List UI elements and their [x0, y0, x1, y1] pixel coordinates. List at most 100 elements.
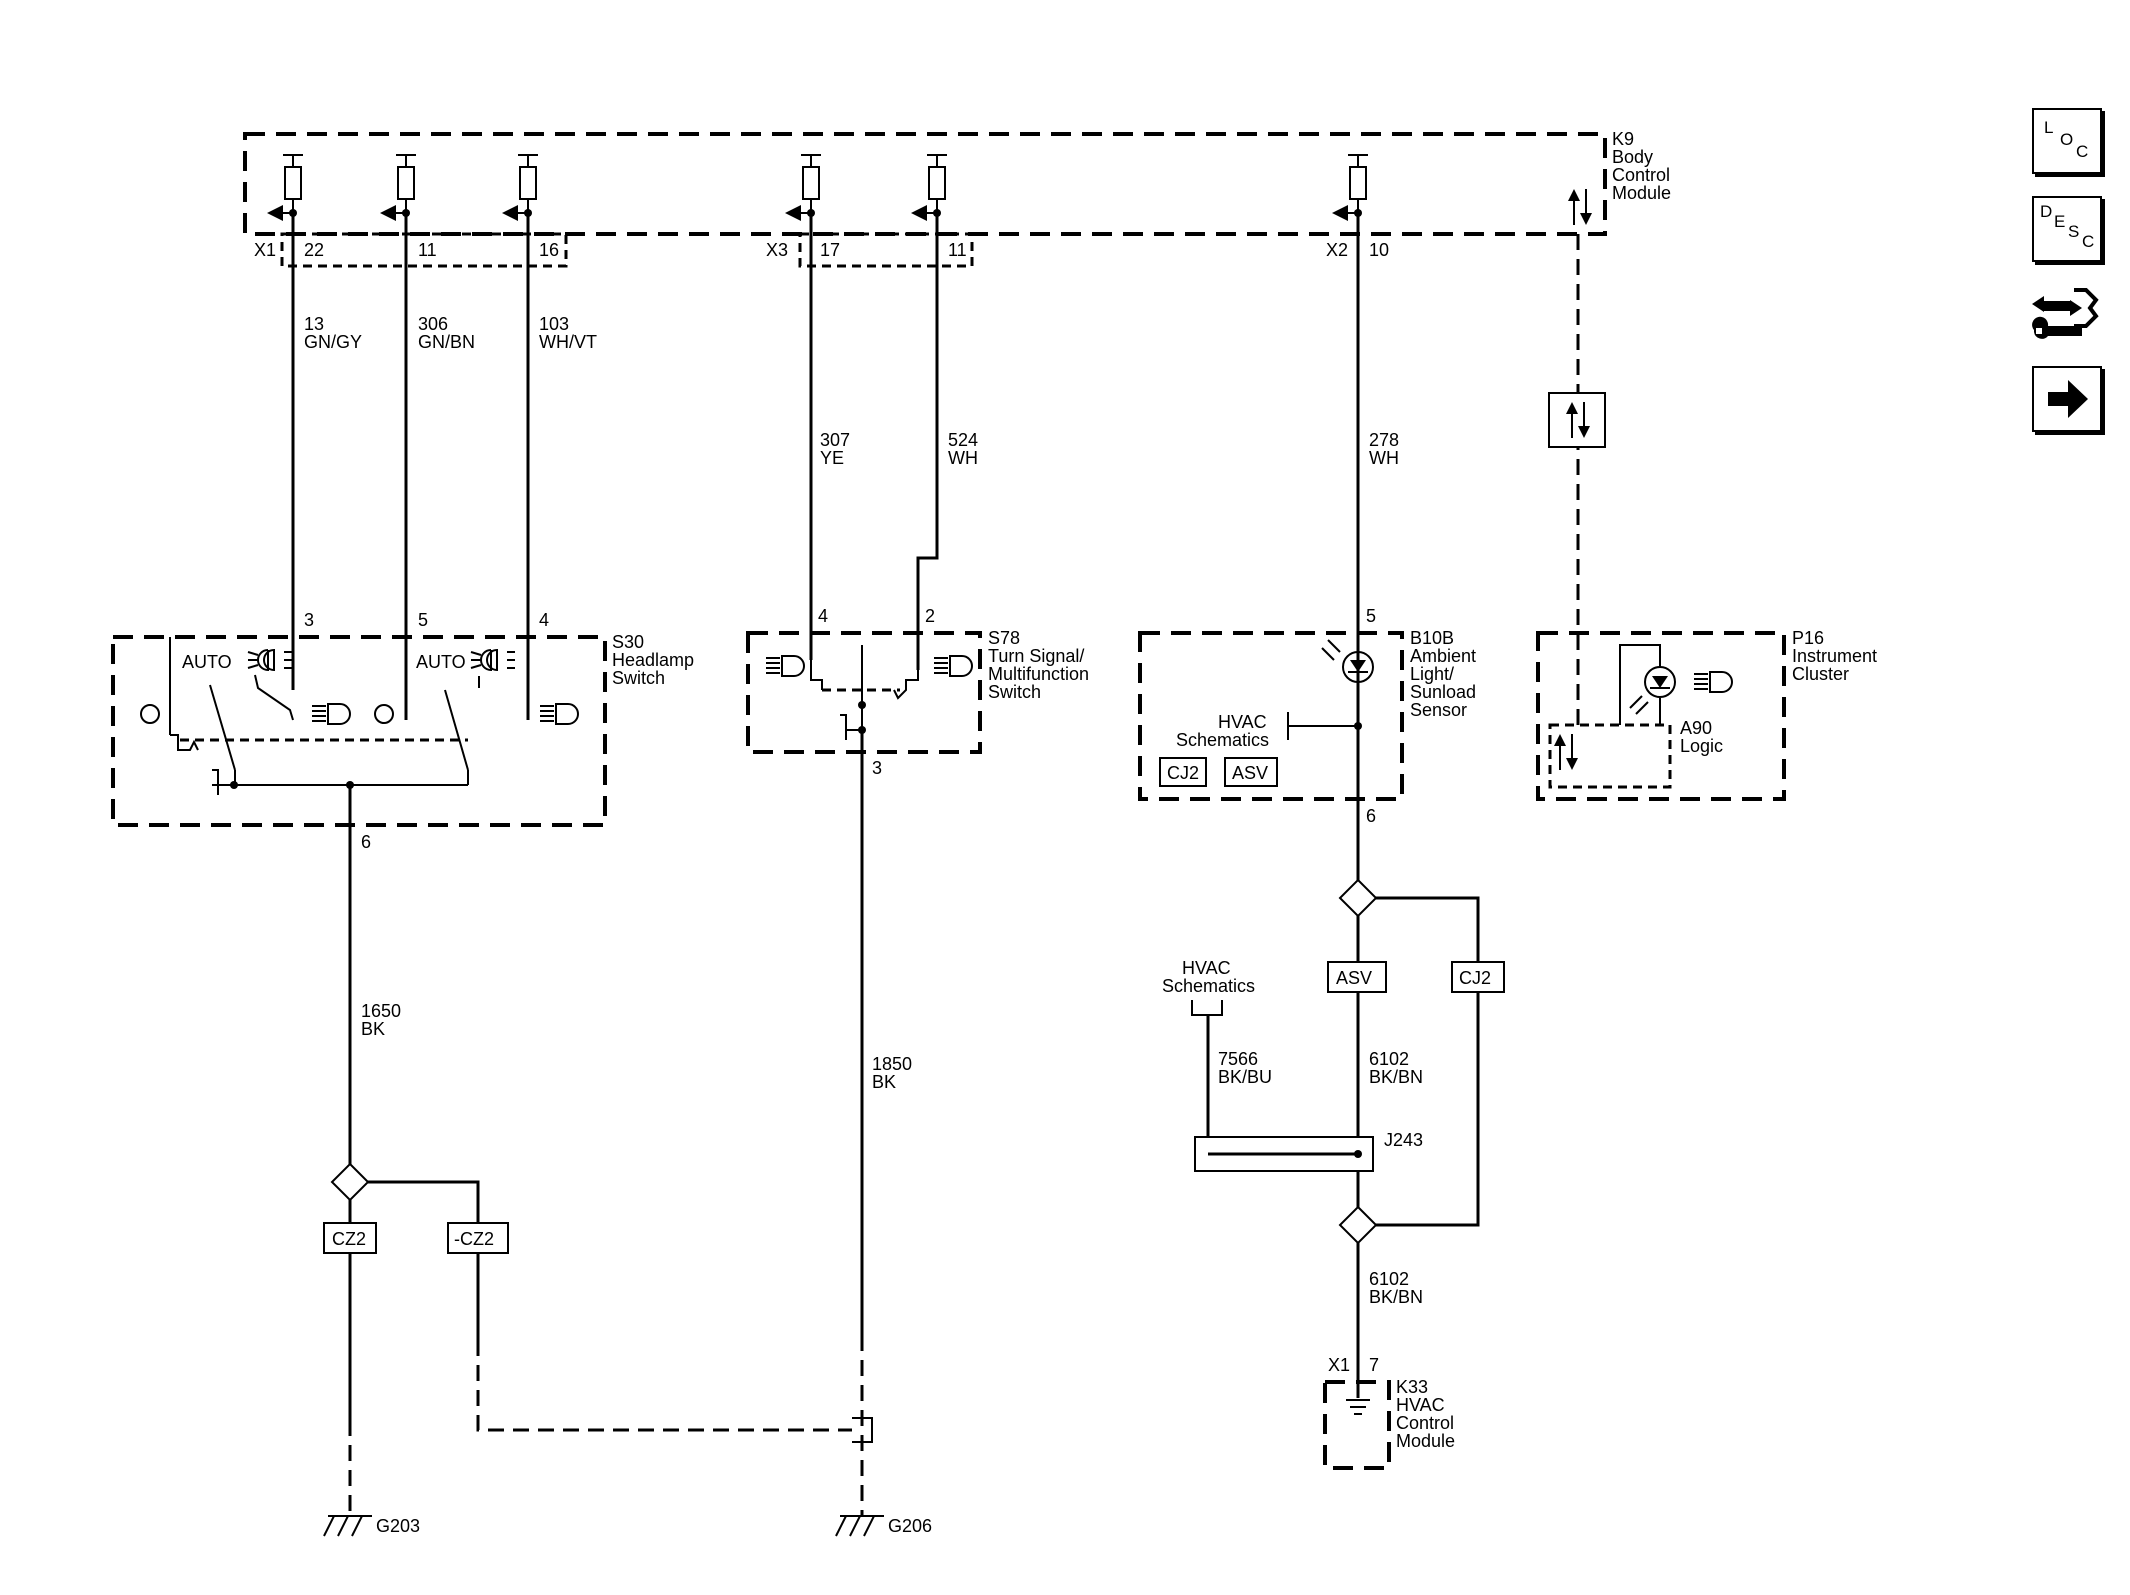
s30-switch-contacts	[140, 637, 579, 795]
option-asv-badge	[1327, 961, 1387, 993]
pin-label: 5	[418, 610, 428, 630]
k33-hvac-control-module-box	[1323, 1380, 1391, 1470]
splice-diamond-top	[1338, 878, 1378, 918]
wire-label: 306	[418, 314, 448, 334]
connector-tools-button[interactable]	[2030, 282, 2102, 346]
desc-letter: E	[2054, 212, 2066, 231]
wire-label: WH	[1369, 448, 1399, 468]
k9-label: K9	[1612, 129, 1634, 149]
pin-label: 17	[820, 240, 840, 260]
k33-label: HVAC	[1396, 1395, 1445, 1415]
wire-label: 6102	[1369, 1269, 1409, 1289]
wire-label: BK	[361, 1019, 385, 1039]
s78-label: Switch	[988, 682, 1041, 702]
loc-letter: C	[2076, 142, 2089, 161]
k9-label: Body	[1612, 147, 1653, 167]
wire-label: 103	[539, 314, 569, 334]
indicator-lamp-icon	[1693, 671, 1733, 693]
pin-label: 4	[539, 610, 549, 630]
pin-label: 16	[539, 240, 559, 260]
pin-label: 2	[925, 606, 935, 626]
wire-label: 7566	[1218, 1049, 1258, 1069]
pin-label: 11	[418, 240, 437, 260]
pin-label: 6	[361, 832, 371, 852]
a90-serial-data-icon	[1553, 733, 1579, 771]
x3-connector-label: X3	[766, 240, 788, 260]
k9-output-17	[784, 154, 822, 222]
b10b-label: Ambient	[1410, 646, 1476, 666]
a90-label: Logic	[1680, 736, 1723, 756]
wire-label: WH	[948, 448, 978, 468]
option-cj2-badge	[1451, 961, 1505, 993]
hvac-ref-label: HVAC	[1218, 712, 1267, 732]
pin-label: 3	[304, 610, 314, 630]
k33-label: Module	[1396, 1431, 1455, 1451]
j243-label: J243	[1384, 1130, 1423, 1150]
s30-label: Headlamp	[612, 650, 694, 670]
photodiode-icon	[1321, 639, 1374, 683]
option-label: -CZ2	[454, 1229, 494, 1249]
hvac-ref-label: Schematics	[1162, 976, 1255, 996]
wire-cj2-branch	[1376, 896, 1480, 1227]
k9-label: Control	[1612, 165, 1670, 185]
indicator-led-icon	[1629, 666, 1676, 715]
pin-label: 5	[1366, 606, 1376, 626]
desc-letter: C	[2082, 232, 2095, 251]
s30-label: S30	[612, 632, 644, 652]
ground-icon	[323, 1515, 373, 1537]
k9-serial-data-icon	[1567, 188, 1593, 226]
p16-label: Instrument	[1792, 646, 1877, 666]
wire-label: GN/BN	[418, 332, 475, 352]
x1-connector-label: X1	[254, 240, 276, 260]
wire-label: 278	[1369, 430, 1399, 450]
b10b-ambient-light-sensor-box	[1138, 631, 1404, 801]
k33-connector-label: X1	[1328, 1355, 1350, 1375]
location-button[interactable]: L O C	[2032, 108, 2102, 174]
option-label: CJ2	[1167, 763, 1199, 783]
k33-label: Control	[1396, 1413, 1454, 1433]
wire-not-cz2-dashed	[476, 1340, 852, 1432]
next-button[interactable]	[2032, 366, 2102, 432]
b10b-label: Light/	[1410, 664, 1454, 684]
pin-label: 4	[818, 606, 828, 626]
wire-label: WH/VT	[539, 332, 597, 352]
description-button[interactable]: D E S C	[2032, 196, 2102, 262]
wire-524	[916, 213, 939, 670]
k9-output-22	[266, 154, 304, 222]
wire-not-cz2-branch	[368, 1180, 480, 1223]
desc-letter: S	[2068, 222, 2080, 241]
hvac-ref-label: Schematics	[1176, 730, 1269, 750]
wire-label: BK/BN	[1369, 1287, 1423, 1307]
p16-label: P16	[1792, 628, 1824, 648]
wire-label: GN/GY	[304, 332, 362, 352]
pin-label: 22	[304, 240, 324, 260]
serial-data-bus-icon	[1548, 392, 1606, 448]
s30-label: Switch	[612, 668, 665, 688]
k9-label: Module	[1612, 183, 1671, 203]
option-cj2-badge	[1159, 757, 1207, 787]
k9-output-16	[501, 154, 539, 222]
option-label: ASV	[1336, 968, 1372, 988]
a90-logic-box	[1548, 723, 1672, 789]
splice-diamond-bottom	[1338, 1205, 1378, 1245]
auto-label: AUTO	[416, 652, 466, 672]
p16-label: Cluster	[1792, 664, 1849, 684]
wire-label: BK/BN	[1369, 1067, 1423, 1087]
b10b-label: Sensor	[1410, 700, 1467, 720]
b10b-label: Sunload	[1410, 682, 1476, 702]
hvac-ref-label: HVAC	[1182, 958, 1231, 978]
pin-label: 6	[1366, 806, 1376, 826]
wire-label: 1850	[872, 1054, 912, 1074]
s78-switch-contacts	[765, 645, 973, 740]
g206-label: G206	[888, 1516, 932, 1536]
wire-label: BK/BU	[1218, 1067, 1272, 1087]
s78-label: Multifunction	[988, 664, 1089, 684]
p16-instrument-cluster-box	[1536, 631, 1786, 801]
pin-label: 3	[872, 758, 882, 778]
wire-label: 307	[820, 430, 850, 450]
wire-label: YE	[820, 448, 844, 468]
g203-label: G203	[376, 1516, 420, 1536]
indicator-circuit	[1619, 644, 1661, 725]
splice-diamond-g203	[330, 1162, 370, 1202]
